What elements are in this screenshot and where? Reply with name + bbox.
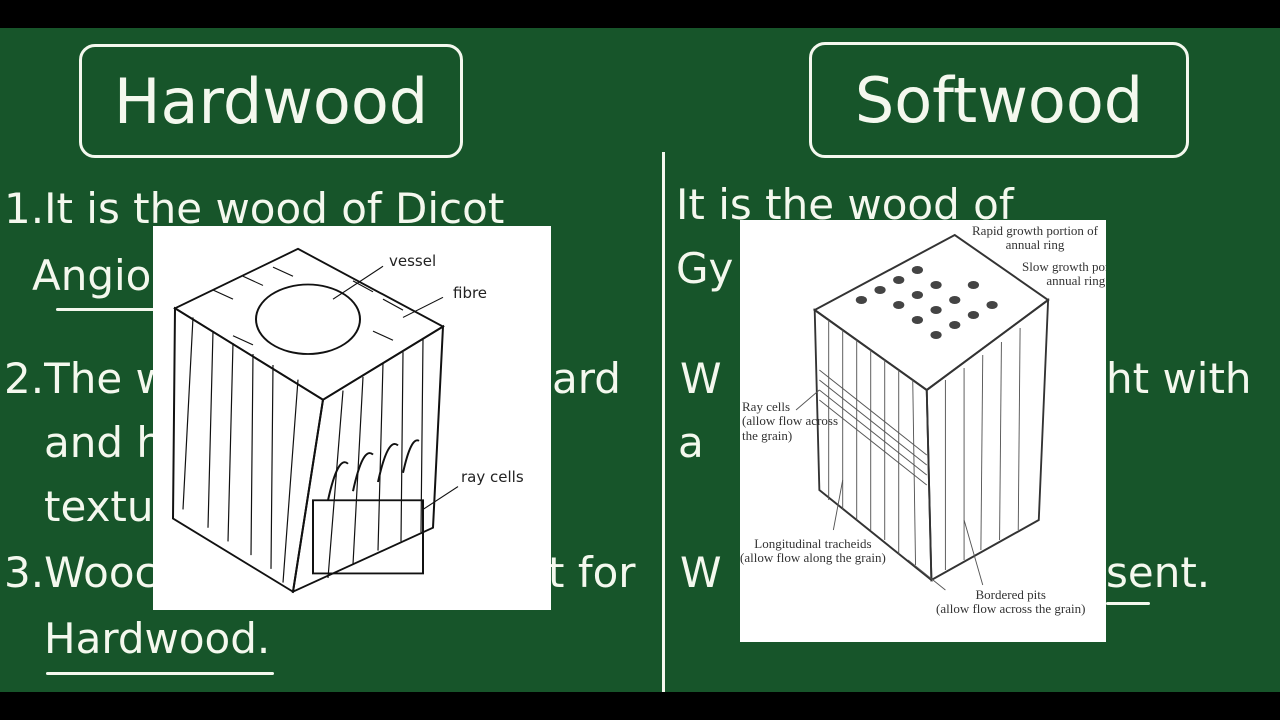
label-fibre: fibre [453,284,488,302]
hardwood-point-1-cont: Angios [32,251,174,300]
softwood-diagram: Rapid growth portion of annual ring Slow… [740,220,1106,642]
underline [1106,602,1150,605]
softwood-point-2-cont: a [678,418,704,467]
label-ray-cells: ray cells [461,468,524,486]
softwood-point-1: It is the wood of [676,180,1014,229]
softwood-point-2-end: ht with [1106,354,1252,403]
softwood-point-3: W [680,548,722,597]
column-divider [662,152,665,692]
label-bordered-pits: Bordered pits (allow flow across the gra… [936,587,1086,617]
hardwood-point-3-cont: Hardwood. [44,614,271,663]
label-slow-growth: Slow growth portion annual ring [1022,259,1106,289]
hardwood-block-illustration [171,247,459,594]
hardwood-title-text: Hardwood [113,64,429,138]
softwood-title: Softwood [809,42,1189,158]
hardwood-point-2-end: ard [552,354,621,403]
hardwood-point-2: 2.The w [4,354,170,403]
softwood-point-2: W [680,354,722,403]
label-longitudinal-tracheids: Longitudinal tracheids (allow flow along… [740,536,886,566]
softwood-point-3-end: sent. [1106,548,1211,597]
label-ray-cells: Ray cells (allow flow across the grain) [742,399,839,443]
hardwood-title: Hardwood [79,44,463,158]
softwood-block-illustration [795,233,1050,591]
hardwood-point-2-cont2: textu [44,482,154,531]
hardwood-diagram: vessel fibre ray cells [153,226,551,610]
hardwood-point-1: 1.It is the wood of Dicot [4,184,505,233]
hardwood-point-3: 3.Wooc [4,548,158,597]
softwood-point-1-cont: Gy [676,244,734,293]
hardwood-point-2-cont: and h [44,418,163,467]
label-rapid-growth: Rapid growth portion of annual ring [972,223,1099,253]
underline [56,308,156,311]
underline [46,672,274,675]
hardwood-point-3-end: t for [548,548,636,597]
softwood-title-text: Softwood [854,63,1144,137]
label-vessel: vessel [389,252,437,270]
